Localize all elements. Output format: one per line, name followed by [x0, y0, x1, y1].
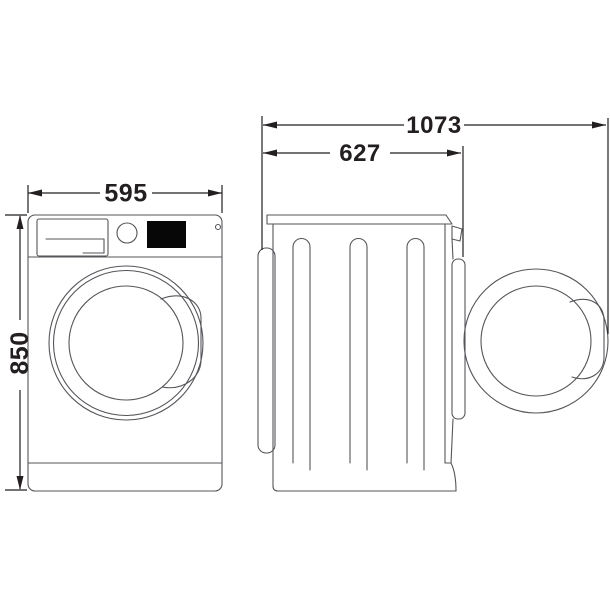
front-door-outer-ring [48, 265, 204, 421]
side-front-bottom-curve [450, 462, 457, 492]
front-view [27, 214, 223, 492]
front-door-handle [160, 295, 202, 389]
dimension-body-depth: 627 [263, 140, 464, 257]
arrowhead-right [208, 189, 222, 197]
side-body-back-and-bottom [272, 223, 457, 492]
detergent-drawer [36, 218, 109, 257]
arrowhead-down [16, 476, 24, 490]
side-door-frame-strip [451, 258, 466, 420]
side-view [257, 214, 609, 492]
total-depth-label: 1073 [406, 112, 461, 139]
arrowhead-left [263, 149, 277, 157]
side-front-connector-bottom [450, 418, 454, 464]
open-door-glass [480, 285, 592, 397]
front-door [48, 265, 204, 421]
side-top-lid [266, 214, 453, 225]
arrowhead-left [263, 121, 277, 129]
front-height-label: 850 [6, 331, 34, 374]
arrowhead-up [16, 215, 24, 229]
side-panel-ribs [292, 238, 425, 471]
dimension-total-depth: 1073 [261, 112, 609, 334]
dimension-front-width: 595 [27, 180, 223, 213]
dimension-front-height: 850 [5, 214, 34, 491]
side-rib-2 [349, 238, 368, 471]
side-control-panel-edge [451, 225, 463, 242]
body-depth-label: 627 [339, 140, 381, 167]
open-door-handle [569, 298, 605, 380]
arrowhead-right [592, 121, 606, 129]
side-rear-bulge [257, 247, 276, 454]
detergent-drawer-handle-recess [45, 238, 105, 254]
side-rib-1 [292, 238, 311, 471]
front-door-glass [68, 285, 184, 401]
open-door-outer-ring [463, 268, 609, 414]
power-button-dot [214, 223, 222, 231]
side-front-connector-top [451, 238, 454, 260]
program-knob [116, 222, 138, 244]
front-cabinet-outline [27, 214, 223, 492]
display-panel [147, 221, 186, 248]
side-rib-3 [406, 238, 425, 471]
arrowhead-right [447, 149, 461, 157]
front-door-inner-ring [52, 269, 200, 417]
side-front-edge [444, 223, 452, 464]
arrowhead-left [28, 189, 42, 197]
open-door [463, 268, 609, 414]
front-width-label: 595 [104, 180, 147, 208]
